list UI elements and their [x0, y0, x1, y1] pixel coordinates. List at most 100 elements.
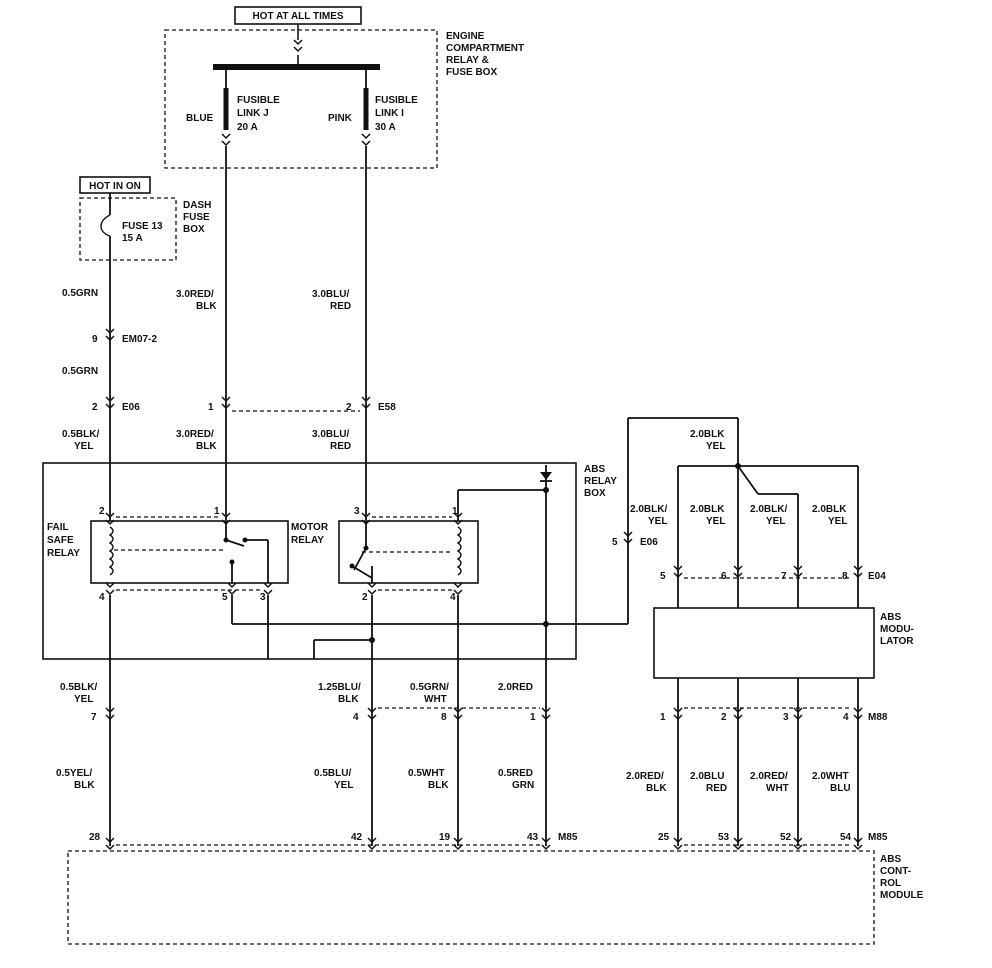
wire-label-20blkyel-2b: YEL [706, 516, 725, 527]
wire-label-20blkyel-1a: 2.0BLK/ [630, 504, 667, 515]
connector-m85-label-bottom: M85 [868, 832, 888, 843]
wire-label-05bluyel-1: 0.5BLU/ [314, 768, 351, 779]
abs-relay-box-label-2: RELAY [584, 476, 617, 487]
abs-control-module-label-1: ABS [880, 854, 901, 865]
cm-pin-19: 19 [439, 832, 451, 843]
e04-pin-8: 8 [842, 571, 848, 582]
dash-fuse-box-label-1: DASH [183, 200, 211, 211]
wire-label-20blkyel-2a: 2.0BLK [690, 504, 725, 515]
fail-safe-label-2: SAFE [47, 535, 74, 546]
fail-safe-label-3: RELAY [47, 548, 80, 559]
dash-fuse-box-label-3: BOX [183, 224, 205, 235]
wire-label-30blured-mid-2: RED [330, 441, 351, 452]
wire-label-125blublk-1: 1.25BLU/ [318, 682, 361, 693]
wire-label-20redwht-1: 2.0RED/ [750, 771, 788, 782]
wire-label-20blkyel-top-2: YEL [706, 441, 725, 452]
m85-pin-4: 4 [353, 712, 359, 723]
pin-5-e06: 5 [612, 537, 618, 548]
m88-pin-2: 2 [721, 712, 727, 723]
mr-pin-1: 1 [452, 506, 458, 517]
cm-pin-42: 42 [351, 832, 363, 843]
wire-label-05redgrn-1: 0.5RED [498, 768, 533, 779]
wire-label-05redgrn-2: GRN [512, 780, 534, 791]
e04-pin-5: 5 [660, 571, 666, 582]
m85-pin-1: 1 [530, 712, 536, 723]
wire-label-05blkyel-bot-1: 0.5BLK/ [60, 682, 97, 693]
wire-label-05yelblk-2: BLK [74, 780, 95, 791]
wire-label-20blkyel-3b: YEL [766, 516, 785, 527]
wire-label-05grn-top: 0.5GRN [62, 288, 98, 299]
fusible-link-j-label-3: 20 A [237, 122, 258, 133]
fusible-link-i-label-3: 30 A [375, 122, 396, 133]
abs-relay-diode [457, 465, 552, 708]
fail-safe-label-1: FAIL [47, 522, 69, 533]
fs-pin-2: 2 [99, 506, 105, 517]
engine-compartment-box: ENGINE COMPARTMENT RELAY & FUSE BOX BLUE… [164, 29, 524, 169]
wire-label-20blkyel-1b: YEL [648, 516, 667, 527]
cm-pin-25: 25 [658, 832, 670, 843]
wire-label-05grnwht-2: WHT [424, 694, 447, 705]
pin-2-e06: 2 [92, 402, 98, 413]
hot-in-on-label-box: HOT IN ON [79, 176, 151, 194]
connector-e04-label: E04 [868, 571, 886, 582]
abs-relay-box: ABS RELAY BOX [42, 462, 617, 660]
hot-at-all-times-label-box: HOT AT ALL TIMES [234, 6, 362, 40]
engine-box-label-4: FUSE BOX [446, 67, 497, 78]
abs-control-module-label-4: MODULE [880, 890, 924, 901]
wire-label-05blkyel-bot-2: YEL [74, 694, 93, 705]
wire-label-30redblk-top-1: 3.0RED/ [176, 289, 214, 300]
abs-relay-box-label-3: BOX [584, 488, 606, 499]
wire-label-20blured-2: RED [706, 783, 727, 794]
cm-pin-28: 28 [89, 832, 101, 843]
mr-pin-2: 2 [362, 592, 368, 603]
wire-label-20whtblu-1: 2.0WHT [812, 771, 849, 782]
cm-pin-54: 54 [840, 832, 852, 843]
fusible-link-j-label-1: FUSIBLE [237, 95, 280, 106]
fusible-i-connector [361, 133, 371, 146]
wire-label-20whtblu-2: BLU [830, 783, 851, 794]
fs-pin-5: 5 [222, 592, 228, 603]
pin-2-e58: 2 [346, 402, 352, 413]
wire-label-20redblk-2: BLK [646, 783, 667, 794]
wire-label-125blublk-2: BLK [338, 694, 359, 705]
fusible-link-i-label-1: FUSIBLE [375, 95, 418, 106]
engine-box-label-3: RELAY & [446, 55, 489, 66]
abs-control-module-label-3: ROL [880, 878, 901, 889]
abs-modulator-label-1: ABS [880, 612, 901, 623]
abs-control-module: ABS CONT- ROL MODULE [67, 850, 924, 945]
connector-m85-label-top: M85 [558, 832, 578, 843]
wire-label-20blkyel-3a: 2.0BLK/ [750, 504, 787, 515]
fuse-13-symbol [100, 214, 111, 237]
dash-fuse-box: DASH FUSE BOX FUSE 13 15 A [79, 193, 211, 262]
e04-pin-7: 7 [781, 571, 787, 582]
wire-label-20blkyel-4b: YEL [828, 516, 847, 527]
connector-m85-bottom: 28 42 19 43 M85 25 53 52 54 M85 [89, 832, 888, 850]
cm-pin-43: 43 [527, 832, 539, 843]
wire-label-20red: 2.0RED [498, 682, 533, 693]
abs-modulator-label-3: LATOR [880, 636, 914, 647]
abs-modulator: ABS MODU- LATOR [653, 607, 914, 679]
abs-relay-box-label-1: ABS [584, 464, 605, 475]
connector-m88: 1 2 3 4 M88 [660, 707, 888, 723]
wire-label-05blkyel-top-1: 0.5BLK/ [62, 429, 99, 440]
wire-label-20blkyel-4a: 2.0BLK [812, 504, 847, 515]
m88-pin-4: 4 [843, 712, 849, 723]
cm-pin-52: 52 [780, 832, 792, 843]
pin-1-e58: 1 [208, 402, 214, 413]
mr-pin-4: 4 [450, 592, 456, 603]
connector-e06-right-label: E06 [640, 537, 658, 548]
connector-em07-label: EM07-2 [122, 334, 157, 345]
wire-label-30blured-top-1: 3.0BLU/ [312, 289, 349, 300]
m85-pin-7: 7 [91, 712, 97, 723]
abs-modulator-label-2: MODU- [880, 624, 914, 635]
mr-pin-3: 3 [354, 506, 360, 517]
wire-label-05grnwht-1: 0.5GRN/ [410, 682, 449, 693]
wire-label-30redblk-mid-2: BLK [196, 441, 217, 452]
m88-pin-1: 1 [660, 712, 666, 723]
wire-label-05bluyel-2: YEL [334, 780, 353, 791]
motor-relay: MOTOR RELAY 3 1 2 4 [291, 506, 479, 708]
fs-pin-4: 4 [99, 592, 105, 603]
motor-relay-label-1: MOTOR [291, 522, 329, 533]
fusible-j-connector [221, 133, 231, 146]
